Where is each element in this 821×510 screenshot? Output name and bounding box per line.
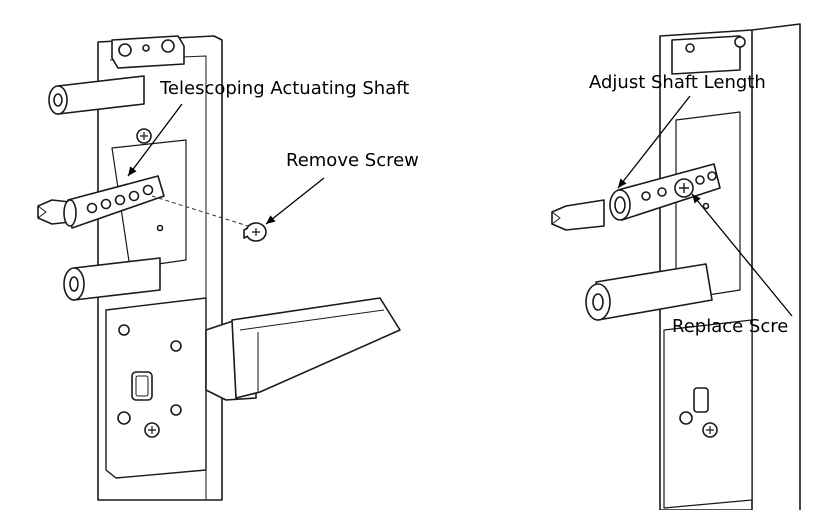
arrow-adjust-length: [617, 95, 691, 189]
adjusted-shaft: [551, 163, 721, 231]
callout-arrows: [127, 95, 793, 317]
right-assembly: [551, 23, 801, 510]
label-adjust-length: Adjust Shaft Length: [589, 72, 766, 93]
telescoping-shaft: [37, 175, 165, 229]
screw-alignment-line: [151, 195, 249, 227]
arrow-remove-screw: [265, 177, 325, 225]
right-lower-post: [585, 263, 713, 321]
left-lower-plate: [105, 297, 207, 479]
left-assembly: [37, 35, 401, 501]
left-lever-handle: [205, 297, 401, 401]
left-lower-post: [63, 257, 161, 301]
left-upper-post: [48, 75, 145, 115]
arrow-replace-screw: [691, 193, 793, 317]
arrow-telescoping-shaft: [127, 103, 183, 177]
label-remove-screw: Remove Screw: [286, 150, 419, 171]
label-telescoping-shaft: Telescoping Actuating Shaft: [160, 78, 410, 99]
removed-screw-icon: [243, 222, 267, 242]
label-replace-screw: Replace Scre: [672, 316, 789, 337]
